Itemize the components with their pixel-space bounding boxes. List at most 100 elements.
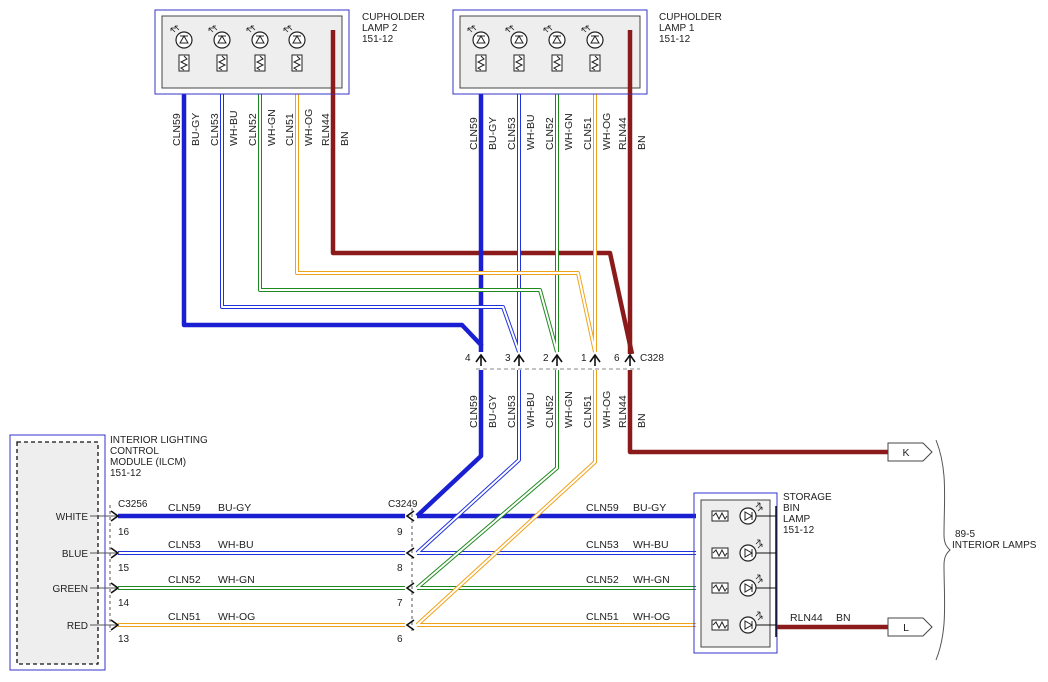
label-wh-gn: WH-GN (266, 109, 278, 146)
c3256-name: C3256 (118, 499, 148, 510)
ilcm-module: INTERIOR LIGHTING CONTROL MODULE (ILCM) … (9, 434, 208, 671)
label-wh-bu: WH-BU (633, 539, 669, 551)
storage-bin-lamp: STORAGE BIN LAMP 151-12 (693, 492, 832, 654)
wire-labels-lamp2: CLN59 BU-GY CLN53 WH-BU CLN52 WH-GN CLN5… (171, 109, 351, 146)
ilcm-title-line-1: INTERIOR LIGHTING (110, 435, 208, 446)
label-wh-bu: WH-BU (525, 114, 537, 150)
connector-pin-icon (513, 353, 525, 366)
storage-bulbs (711, 502, 776, 634)
wires (118, 94, 888, 630)
label-cln53: CLN53 (506, 395, 518, 428)
label-cln52: CLN52 (544, 395, 556, 428)
c328-pin-4: 4 (465, 353, 471, 364)
cupholder-lamp-1: CUPHOLDER LAMP 1 151-12 (452, 9, 722, 95)
label-cln52: CLN52 (544, 117, 556, 150)
wire-rln44-lamp2-to-c328 (330, 94, 635, 355)
label-rln44: RLN44 (617, 117, 629, 150)
connector-pin-icon (624, 353, 636, 366)
offpage-l-letter: L (903, 622, 909, 634)
c328-pin-3: 3 (505, 353, 511, 364)
label-bu-gy: BU-GY (487, 395, 499, 428)
c3256-pin-15: 15 (118, 563, 130, 574)
label-cln51: CLN51 (168, 611, 201, 623)
label-wh-gn: WH-GN (563, 391, 575, 428)
connector-pin-icon (405, 619, 415, 631)
c328-pin-1: 1 (581, 353, 587, 364)
led-icon (467, 25, 490, 49)
label-cln52: CLN52 (168, 574, 201, 586)
ilcm-title-line-2: CONTROL (110, 446, 159, 457)
label-cln59: CLN59 (586, 502, 619, 514)
c328-name: C328 (640, 353, 664, 364)
lamp-1-title-line-2: LAMP 1 (659, 23, 695, 34)
label-cln59: CLN59 (168, 502, 201, 514)
offpage-reference: 89-5 INTERIOR LAMPS (935, 439, 1037, 661)
label-cln52: CLN52 (586, 574, 619, 586)
label-cln51: CLN51 (284, 113, 296, 146)
ilcm-title-line-4: 151-12 (110, 468, 142, 479)
offpage-k-letter: K (902, 447, 909, 459)
c3256-pin-13: 13 (118, 634, 130, 645)
label-bn: BN (636, 413, 648, 428)
wire-cln52 (118, 94, 696, 590)
label-cln59: CLN59 (171, 113, 183, 146)
label-rln44: RLN44 (790, 612, 823, 624)
label-wh-gn: WH-GN (218, 574, 255, 586)
label-wh-gn: WH-GN (563, 113, 575, 150)
c3256-pin-16: 16 (118, 527, 130, 538)
label-wh-bu: WH-BU (228, 110, 240, 146)
label-bu-gy: BU-GY (218, 502, 251, 514)
storage-title-line-3: LAMP (783, 514, 811, 525)
label-wh-bu: WH-BU (218, 539, 254, 551)
storage-title-line-1: STORAGE (783, 492, 832, 503)
label-cln51: CLN51 (582, 395, 594, 428)
storage-title-line-2: BIN (783, 503, 800, 514)
label-cln53: CLN53 (168, 539, 201, 551)
c3249-pin-6: 6 (397, 634, 403, 645)
wire-labels-lamp1: CLN59 BU-GY CLN53 WH-BU CLN52 WH-GN CLN5… (468, 113, 648, 150)
connector-pin-icon (110, 510, 120, 522)
label-wh-bu: WH-BU (525, 392, 537, 428)
led-icon (170, 25, 193, 49)
connector-c328: 4 3 2 1 6 C328 (465, 353, 664, 370)
connector-pin-icon (110, 582, 120, 594)
c3256-pin-14: 14 (118, 598, 130, 609)
ilcm-title-line-3: MODULE (ILCM) (110, 457, 186, 468)
wire-labels-middle: CLN59 BU-GY CLN53 WH-BU CLN52 WH-GN CLN5… (468, 391, 648, 428)
c3256-pin-symbols (110, 510, 120, 631)
label-cln53: CLN53 (506, 117, 518, 150)
label-wh-gn: WH-GN (633, 574, 670, 586)
label-cln53: CLN53 (586, 539, 619, 551)
led-icon (246, 25, 269, 49)
connector-pin-icon (405, 547, 415, 559)
led-icon (283, 25, 306, 49)
wire-rln44-c328-to-k (627, 370, 888, 455)
label-cln52: CLN52 (247, 113, 259, 146)
label-bn: BN (636, 135, 648, 150)
c3249-pin-symbols (405, 510, 415, 631)
label-wh-og: WH-OG (601, 391, 613, 428)
connector-c3249: C3249 9 8 7 6 (388, 499, 418, 645)
label-bu-gy: BU-GY (633, 502, 666, 514)
c328-pin-symbols (475, 353, 636, 366)
wire-cln59-lamp2-to-c328 (181, 94, 484, 348)
connector-pin-icon (589, 353, 601, 366)
wire-cln53 (118, 94, 696, 555)
lamp-1-title-line-1: CUPHOLDER (659, 12, 722, 23)
label-wh-og: WH-OG (218, 611, 255, 623)
label-rln44: RLN44 (617, 395, 629, 428)
lamp-2-title-line-2: LAMP 2 (362, 23, 398, 34)
connector-c3256: C3256 16 15 14 13 (109, 499, 148, 645)
ilcm-pin-green: GREEN (52, 584, 88, 595)
lamp-1-title-line-3: 151-12 (659, 34, 691, 45)
c3249-pin-8: 8 (397, 563, 403, 574)
c3249-pin-9: 9 (397, 527, 403, 538)
offpage-k: K (887, 442, 933, 462)
lamp-2-bulbs (170, 25, 336, 94)
ilcm-pin-blue: BLUE (62, 549, 88, 560)
led-icon (739, 502, 763, 525)
led-icon (739, 574, 763, 597)
wire-cln59-c328-to-c3249 (415, 370, 484, 518)
led-icon (208, 25, 231, 49)
